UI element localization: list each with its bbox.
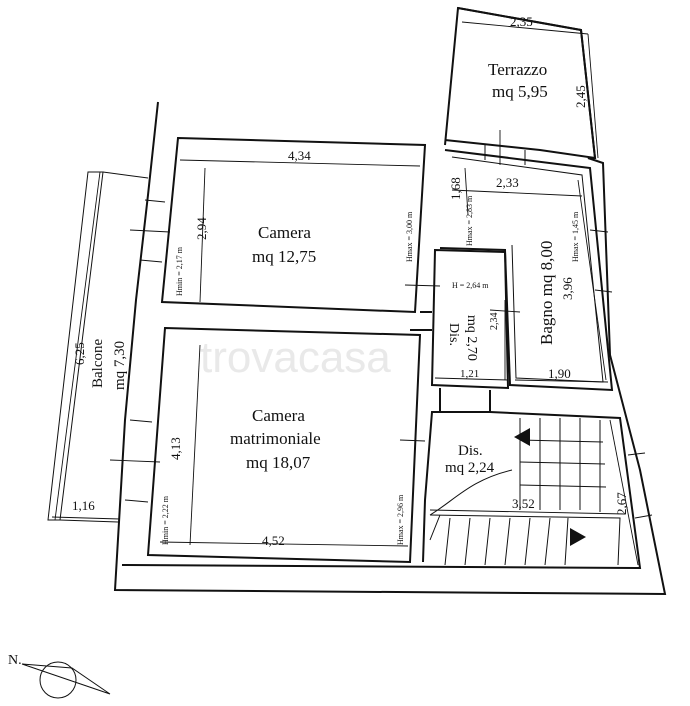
dim-bagno-depth: 3,96 xyxy=(560,277,575,300)
stair-arrow-down-icon xyxy=(570,528,586,546)
room-terrazzo-area: mq 5,95 xyxy=(492,82,548,101)
height-camera-max: Hmax = 3,00 m xyxy=(405,211,414,262)
height-bagno-max-left: Hmax = 2,83 m xyxy=(465,195,474,246)
room-balcone-area: mq 7,30 xyxy=(112,341,128,390)
room-dis-stair-name: Dis. xyxy=(458,443,483,459)
room-matrimoniale-line2: matrimoniale xyxy=(230,429,321,448)
room-matrimoniale-area: mq 18,07 xyxy=(246,453,311,472)
room-balcone-name: Balcone xyxy=(90,339,106,388)
dim-stair-width: 3,52 xyxy=(512,496,535,511)
dim-terrazzo-width: 2,35 xyxy=(510,14,533,29)
compass-label: N. xyxy=(8,653,22,668)
height-matrimoniale-min: Hmin = 2,22 m xyxy=(161,495,170,545)
compass-arrow-icon xyxy=(21,663,111,695)
compass: N. xyxy=(8,653,111,699)
dim-bagno-width: 2,33 xyxy=(496,175,519,190)
room-bagno-label: Bagno mq 8,00 xyxy=(537,241,556,345)
compass-circle xyxy=(39,661,77,699)
height-dis: H = 2,64 m xyxy=(452,281,489,290)
room-dis-small-name: Dis. xyxy=(446,323,461,346)
stair-arrow-up-icon xyxy=(514,428,530,446)
dim-stair-depth: 2,67 xyxy=(614,492,629,515)
watermark: trovacasa xyxy=(200,333,391,382)
dim-balcone-width: 1,16 xyxy=(72,498,95,513)
dim-balcone-length: 6,25 xyxy=(72,342,87,365)
room-dis-small-area: mq 2,70 xyxy=(464,315,479,361)
dim-dis-width: 1,21 xyxy=(460,368,479,380)
dimension-lines xyxy=(51,21,639,566)
room-matrimoniale-line1: Camera xyxy=(252,406,305,425)
dim-dis-depth: 2,34 xyxy=(489,313,500,331)
height-camera-min: Hmin = 2,17 m xyxy=(175,246,184,296)
room-camera-area: mq 12,75 xyxy=(252,247,316,266)
dim-stair-left: 1,68 xyxy=(448,177,463,200)
dim-bagno-bottom: 1,90 xyxy=(548,366,571,381)
dim-camera-depth: 2,94 xyxy=(194,217,209,240)
height-matrimoniale-max: Hmax = 2,96 m xyxy=(396,494,405,545)
room-terrazzo-name: Terrazzo xyxy=(488,60,547,79)
walls xyxy=(47,6,667,596)
dim-matrimoniale-depth: 4,13 xyxy=(168,437,183,460)
dim-terrazzo-depth: 2,45 xyxy=(573,85,588,108)
room-camera-name: Camera xyxy=(258,223,311,242)
height-bagno-max-right: Hmax = 1,45 m xyxy=(571,211,580,262)
room-dis-stair-area: mq 2,24 xyxy=(445,460,495,476)
dim-matrimoniale-width: 4,52 xyxy=(262,533,285,548)
staircase xyxy=(429,418,621,566)
dim-camera-width: 4,34 xyxy=(288,148,311,163)
